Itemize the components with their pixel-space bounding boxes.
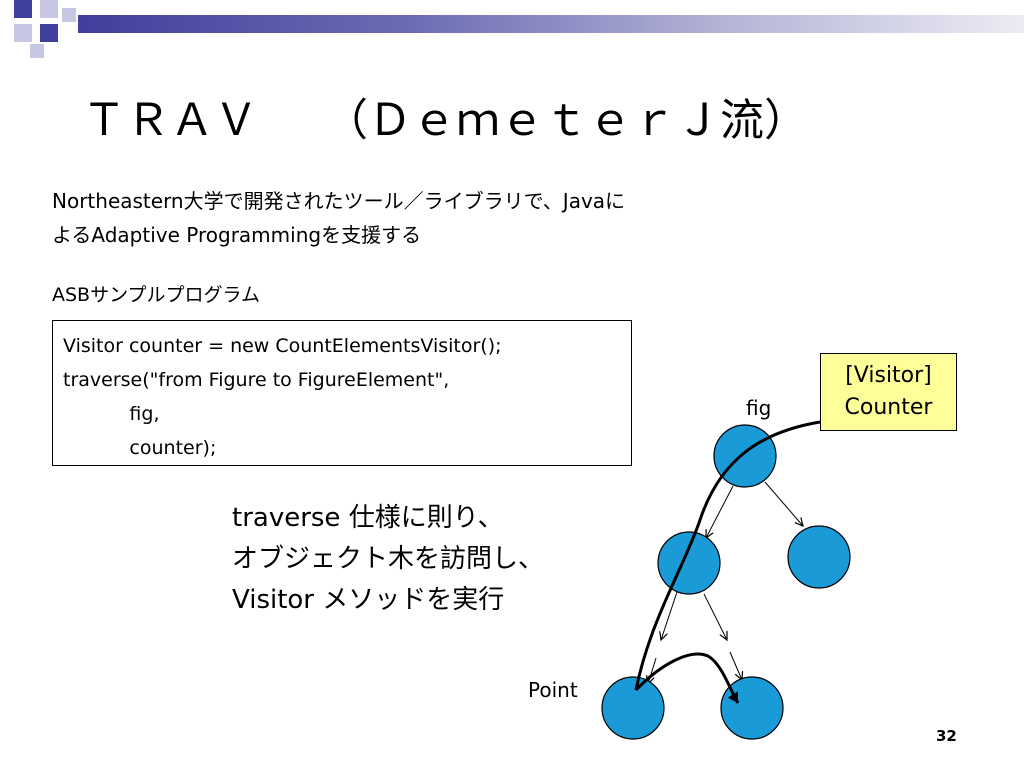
description-line-2: よるAdaptive Programmingを支援する (52, 223, 422, 247)
corner-square-4 (40, 24, 58, 42)
corner-square-5 (62, 8, 76, 22)
point-label: Point (528, 678, 578, 702)
explanation-line-3: Visitor メソッドを実行 (232, 585, 505, 615)
explanation: traverse 仕様に則り、 オブジェクト木を訪問し、 Visitor メソッ… (232, 498, 544, 621)
code-line-4: counter); (63, 437, 217, 459)
visitor-counter-box: [Visitor] Counter (820, 353, 957, 431)
visitor-box-line-1: [Visitor] (845, 363, 932, 388)
fig-label: fig (746, 396, 772, 420)
tree-edge-root-right (764, 481, 803, 526)
tree-edge-short-right (729, 651, 742, 680)
tree-edge-root-left (706, 485, 734, 538)
code-box: Visitor counter = new CountElementsVisit… (52, 320, 632, 466)
tree-edge-mid-left (661, 591, 678, 640)
corner-square-1 (14, 0, 32, 18)
tree-node-mid-left (657, 531, 721, 595)
tree-edge-mid-right (703, 593, 727, 640)
corner-square-6 (30, 44, 44, 58)
title-bar-decoration (78, 15, 1024, 33)
corner-square-2 (40, 0, 58, 18)
asb-sample-label: ASBサンプルプログラム (52, 284, 260, 306)
tree-node-root (713, 424, 777, 488)
visitor-box-line-2: Counter (844, 395, 933, 420)
code-line-2: traverse("from Figure to FigureElement", (63, 369, 450, 391)
code-line-3: fig, (63, 403, 160, 425)
slide-title: ＴＲＡＶ （ＤｅｍｅｔｅｒＪ流） (82, 95, 808, 146)
explanation-line-2: オブジェクト木を訪問し、 (232, 544, 545, 574)
page-number: 32 (936, 727, 957, 745)
tree-node-point (601, 676, 665, 740)
traversal-path-to-leaf (634, 652, 740, 704)
corner-square-3 (14, 24, 32, 42)
description: Northeastern大学で開発されたツール／ライブラリで、Javaに よるA… (52, 184, 812, 252)
traversal-path-main (634, 420, 821, 691)
description-line-1: Northeastern大学で開発されたツール／ライブラリで、Javaに (52, 189, 626, 213)
tree-node-mid-right (787, 525, 851, 589)
explanation-line-1: traverse 仕様に則り、 (232, 503, 504, 533)
code-line-1: Visitor counter = new CountElementsVisit… (63, 335, 502, 357)
tree-edge-short-left (648, 657, 657, 684)
